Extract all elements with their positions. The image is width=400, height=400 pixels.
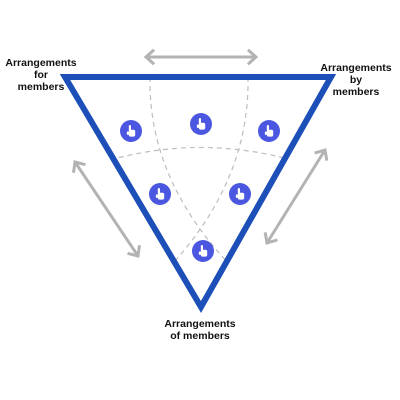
label-left-line-3: members <box>17 81 65 93</box>
hand-pointer-icon <box>198 245 208 257</box>
dashed-arc-bottom <box>109 146 293 161</box>
label-left-line-1: Arrangements <box>5 57 77 69</box>
label-left-line-2: for <box>34 69 48 81</box>
node-bottom[interactable] <box>192 240 214 262</box>
hand-pointer-icon <box>235 188 245 200</box>
right-double-arrow <box>267 150 325 243</box>
dashed-arc-left <box>149 77 241 276</box>
node-top-left[interactable] <box>120 120 142 142</box>
node-middle-left[interactable] <box>149 183 171 205</box>
left-double-arrow <box>75 162 138 256</box>
triangle-outline <box>59 74 337 313</box>
hand-pointer-icon <box>155 188 165 200</box>
label-bottom-line-2: of members <box>170 330 230 342</box>
label-right-line-1: Arrangements <box>320 62 392 74</box>
node-top-center[interactable] <box>190 113 212 135</box>
node-middle-right[interactable] <box>229 183 251 205</box>
node-top-right[interactable] <box>258 120 280 142</box>
dashed-arc-right <box>161 77 249 276</box>
label-right-line-3: members <box>332 86 380 98</box>
label-right-line-2: by <box>349 74 363 86</box>
hand-pointer-icon <box>196 118 206 130</box>
label-arrangements-by-members: Arrangements by members <box>316 62 396 98</box>
hand-pointer-icon <box>264 125 274 137</box>
label-bottom-line-1: Arrangements <box>164 318 236 330</box>
label-arrangements-of-members: Arrangements of members <box>150 318 250 342</box>
hand-pointer-icon <box>126 125 136 137</box>
label-arrangements-for-members: Arrangements for members <box>3 57 79 93</box>
